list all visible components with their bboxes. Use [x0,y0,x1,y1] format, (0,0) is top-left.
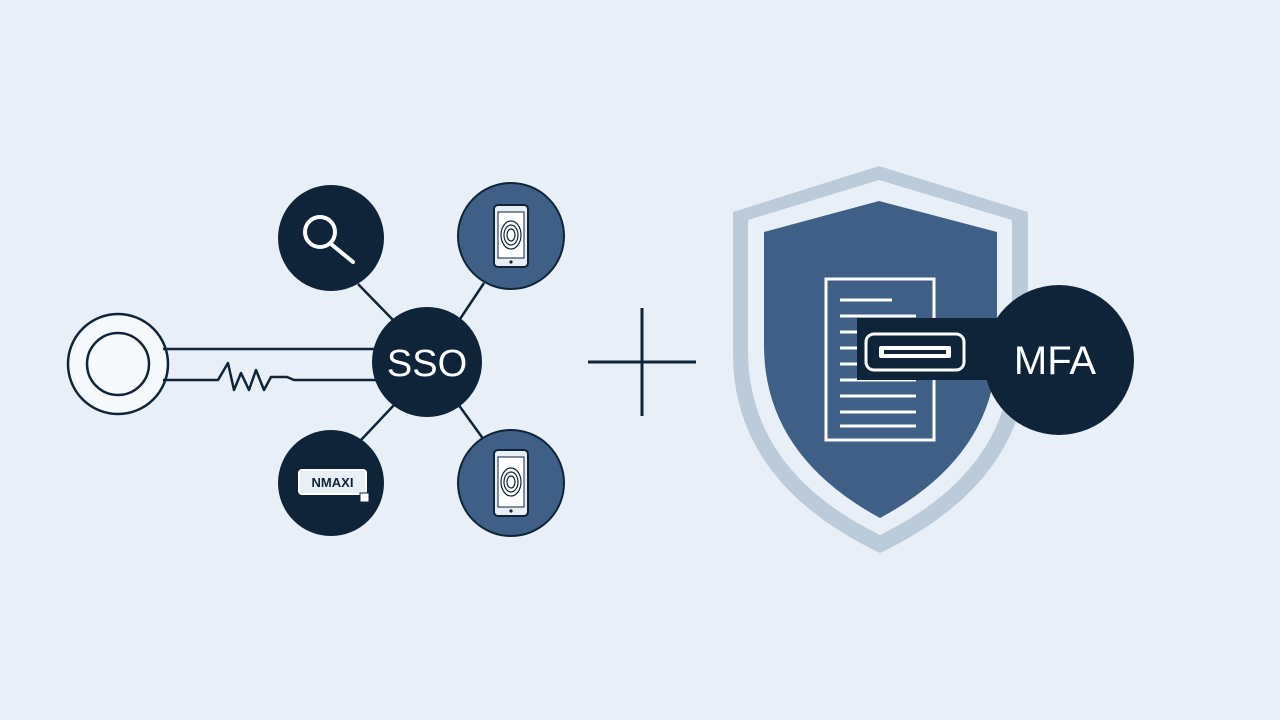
satellite-fingerprint-phone-bottom [457,429,565,537]
spoke-line [357,283,396,323]
password-field-text: NMAXI [312,475,354,490]
spoke-line [360,403,396,441]
plus-icon [588,308,696,416]
satellite-magnifier [278,185,384,291]
password-token-icon [864,332,966,372]
key-icon [66,312,385,416]
sso-label: SSO [387,343,467,385]
sso-hub: SSO [372,307,482,417]
sso-spokes [357,282,486,441]
mfa-label: MFA [1014,339,1097,383]
mfa-badge: MFA [857,285,1134,435]
satellite-password-field: NMAXI [278,430,384,536]
spoke-line [456,282,486,323]
satellite-fingerprint-phone-top [457,182,565,290]
spoke-line [456,403,486,441]
magnifier-icon [303,215,355,264]
fingerprint-phone-icon [493,204,529,268]
fingerprint-phone-icon [493,449,529,517]
password-field-icon: NMAXI [298,469,370,503]
